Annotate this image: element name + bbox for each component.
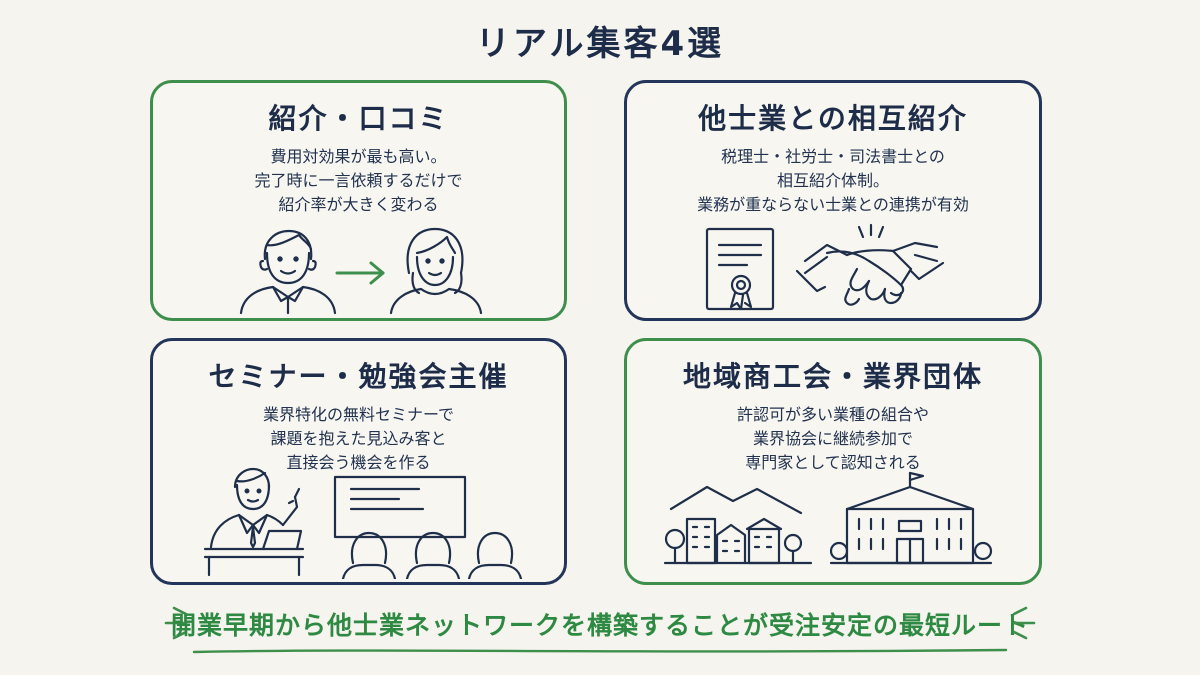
card-mutual-referral: 他士業との相互紹介 税理士・社労士・司法書士との 相互紹介体制。 業務が重ならな…: [624, 80, 1042, 321]
card-description: 費用対効果が最も高い。 完了時に一言依頼するだけで 紹介率が大きく変わる: [153, 145, 564, 217]
card-desc-line: 直接会う機会を作る: [286, 453, 431, 472]
footer-underline: [192, 648, 1008, 654]
handshake-icon: [795, 223, 945, 306]
card-title: 地域商工会・業界団体: [682, 360, 983, 393]
card-desc-line: 許認可が多い業種の組合や: [736, 405, 929, 424]
page-title: リアル集客4選: [475, 24, 725, 64]
card-title: セミナー・勉強会主催: [208, 360, 509, 393]
town-buildings-icon: [663, 517, 813, 565]
card-desc-line: 税理士・社労士・司法書士との: [721, 147, 945, 166]
card-description: 業界特化の無料セミナーで 課題を抱えた見込み客と 直接会う機会を作る: [153, 403, 564, 475]
card-desc-line: 紹介率が大きく変わる: [278, 195, 439, 214]
partnership-illustration: [705, 223, 945, 311]
woman-icon: [389, 227, 483, 315]
card-desc-line: 業界特化の無料セミナーで: [262, 405, 455, 424]
card-desc-line: 業界協会に継続参加で: [752, 429, 913, 448]
presenter-icon: [209, 467, 301, 549]
referral-people-illustration: [239, 227, 483, 315]
man-icon: [239, 229, 337, 315]
right-accent-icon: [1012, 606, 1036, 640]
whiteboard-icon: [333, 475, 467, 539]
card-desc-line: 相互紹介体制。: [776, 171, 889, 190]
card-description: 税理士・社労士・司法書士との 相互紹介体制。 業務が重ならない士業との連携が有効: [627, 145, 1039, 217]
card-referral: 紹介・口コミ 費用対効果が最も高い。 完了時に一言依頼するだけで 紹介率が大きく…: [150, 80, 567, 321]
card-desc-line: 費用対効果が最も高い。: [270, 147, 447, 166]
card-seminar: セミナー・勉強会主催 業界特化の無料セミナーで 課題を抱えた見込み客と 直接会う…: [150, 338, 567, 585]
town-hall-icon: [829, 471, 993, 565]
card-description: 許認可が多い業種の組合や 業界協会に継続参加で 専門家として認知される: [627, 403, 1039, 475]
footer-conclusion: 開業早期から他士業ネットワークを構築することが受注安定の最短ルート: [170, 611, 1029, 640]
card-desc-line: 課題を抱えた見込み客と: [270, 429, 447, 448]
audience-icon: [341, 531, 523, 579]
card-local-association: 地域商工会・業界団体 許認可が多い業種の組合や 業界協会に継続参加で 専門家とし…: [624, 338, 1042, 585]
town-illustration: [663, 471, 993, 565]
certificate-icon: [705, 227, 775, 311]
card-desc-line: 専門家として認知される: [745, 453, 921, 472]
mountain-icon: [669, 485, 803, 515]
card-desc-line: 業務が重ならない士業との連携が有効: [697, 195, 969, 214]
left-accent-icon: [164, 606, 188, 640]
desk-icon: [203, 529, 305, 577]
seminar-illustration: [203, 467, 523, 579]
card-title: 紹介・口コミ: [268, 102, 449, 135]
card-title: 他士業との相互紹介: [698, 102, 968, 135]
card-desc-line: 完了時に一言依頼するだけで: [254, 171, 463, 190]
arrow-right-icon: [335, 261, 385, 285]
